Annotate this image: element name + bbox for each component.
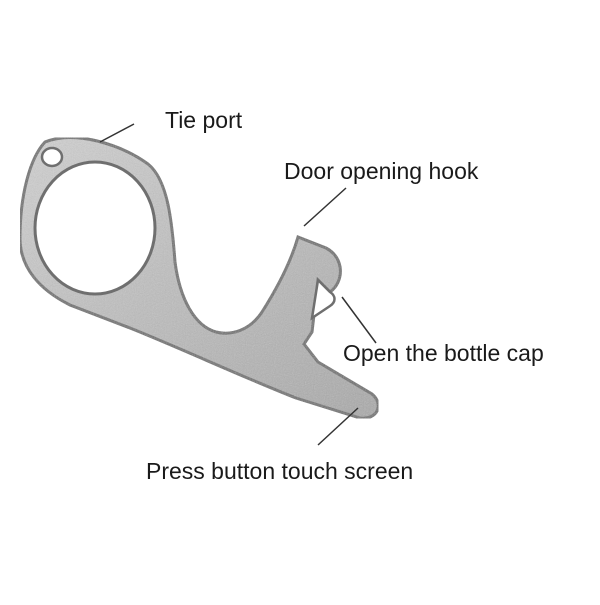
leader-line-press-button	[317, 407, 359, 446]
leader-line-tie-port	[99, 123, 135, 143]
label-door-opening-hook: Door opening hook	[284, 158, 479, 184]
label-press-button-touch-screen: Press button touch screen	[146, 458, 414, 484]
finger-ring-hole	[33, 160, 157, 296]
tie-port-hole	[40, 146, 64, 168]
leader-lines	[99, 123, 377, 446]
leader-line-door-hook	[303, 187, 347, 227]
label-tie-port: Tie port	[165, 107, 243, 133]
label-open-bottle-cap: Open the bottle cap	[343, 340, 544, 366]
keychain-tool-icon	[18, 136, 380, 420]
leader-line-bottle-cap	[341, 296, 377, 344]
bottle-cap-notch	[310, 277, 336, 321]
